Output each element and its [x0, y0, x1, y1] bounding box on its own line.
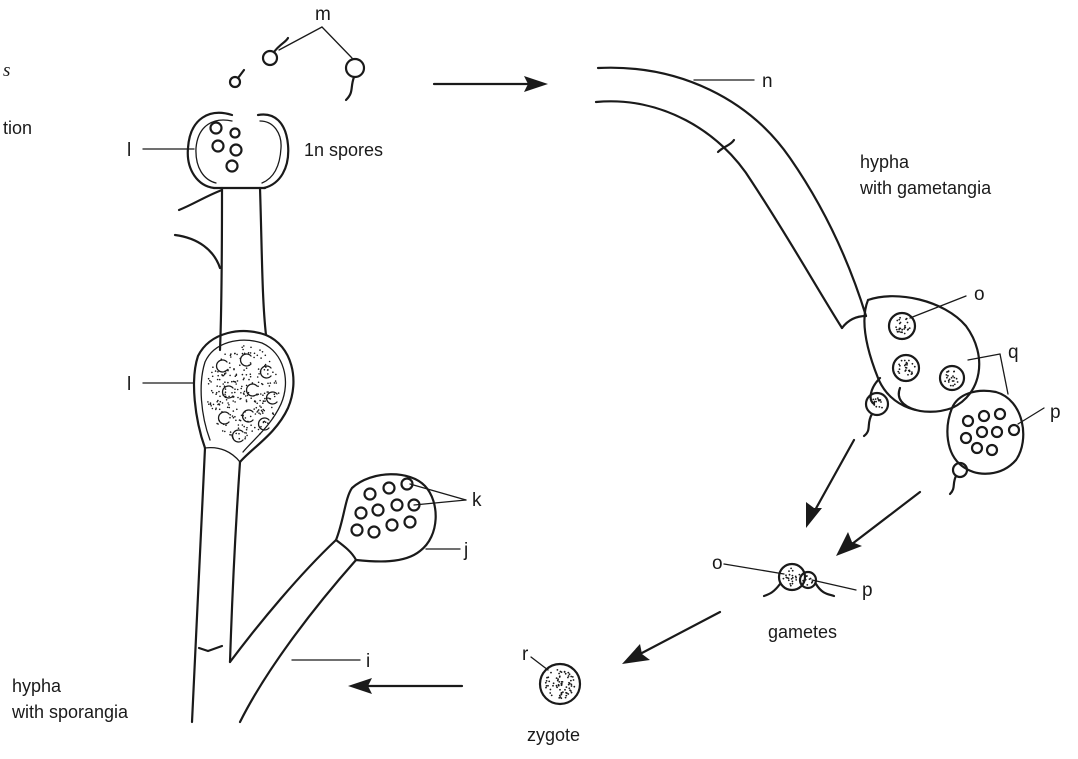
caption-gametangia-line1: hypha	[860, 152, 910, 172]
label-j: j	[463, 540, 468, 561]
caption-edge-fragment-italic: s	[3, 60, 10, 81]
released-spores	[230, 38, 364, 100]
arrow-gametangia-to-gametes-left	[806, 440, 854, 528]
fusing-gametes	[764, 564, 834, 596]
label-n: n	[762, 71, 773, 92]
caption-edge-fragment: tion	[3, 118, 32, 138]
letter-labels: l l m k j i n o q p o p r	[127, 4, 1061, 672]
hypha-with-gametangia	[596, 68, 866, 328]
label-o-upper: o	[974, 284, 985, 305]
label-q: q	[1008, 342, 1019, 363]
nuclear-stipple	[545, 317, 959, 699]
caption-sporangia-line2: with sporangia	[11, 702, 129, 722]
hypha-with-sporangia	[175, 188, 356, 722]
stage-captions: 1n spores hypha with gametangia gametes …	[3, 60, 992, 745]
cycle-arrows	[348, 76, 920, 694]
label-o-lower: o	[712, 553, 723, 574]
label-p-upper: p	[1050, 402, 1061, 423]
label-m: m	[315, 4, 331, 25]
label-l-middle: l	[127, 374, 131, 395]
spore-mass	[207, 345, 279, 442]
arrow-spores-to-hypha	[434, 76, 548, 92]
label-k: k	[472, 490, 482, 511]
caption-sporangia-line1: hypha	[12, 676, 62, 696]
arrow-gametangia-to-gametes-right	[836, 492, 920, 556]
sporangium-mature	[194, 331, 293, 462]
caption-gametes: gametes	[768, 622, 837, 642]
arrow-gametes-to-zygote	[622, 612, 720, 664]
caption-zygote: zygote	[527, 725, 580, 745]
label-i: i	[366, 651, 370, 672]
sporangium-upper	[188, 113, 288, 188]
arrow-zygote-to-sporangia	[348, 678, 462, 694]
label-p-lower: p	[862, 580, 873, 601]
caption-gametangia-line2: with gametangia	[859, 178, 992, 198]
label-l-upper: l	[127, 140, 131, 161]
label-r: r	[522, 644, 529, 665]
caption-spores: 1n spores	[304, 140, 383, 160]
leader-lines	[143, 27, 1044, 670]
